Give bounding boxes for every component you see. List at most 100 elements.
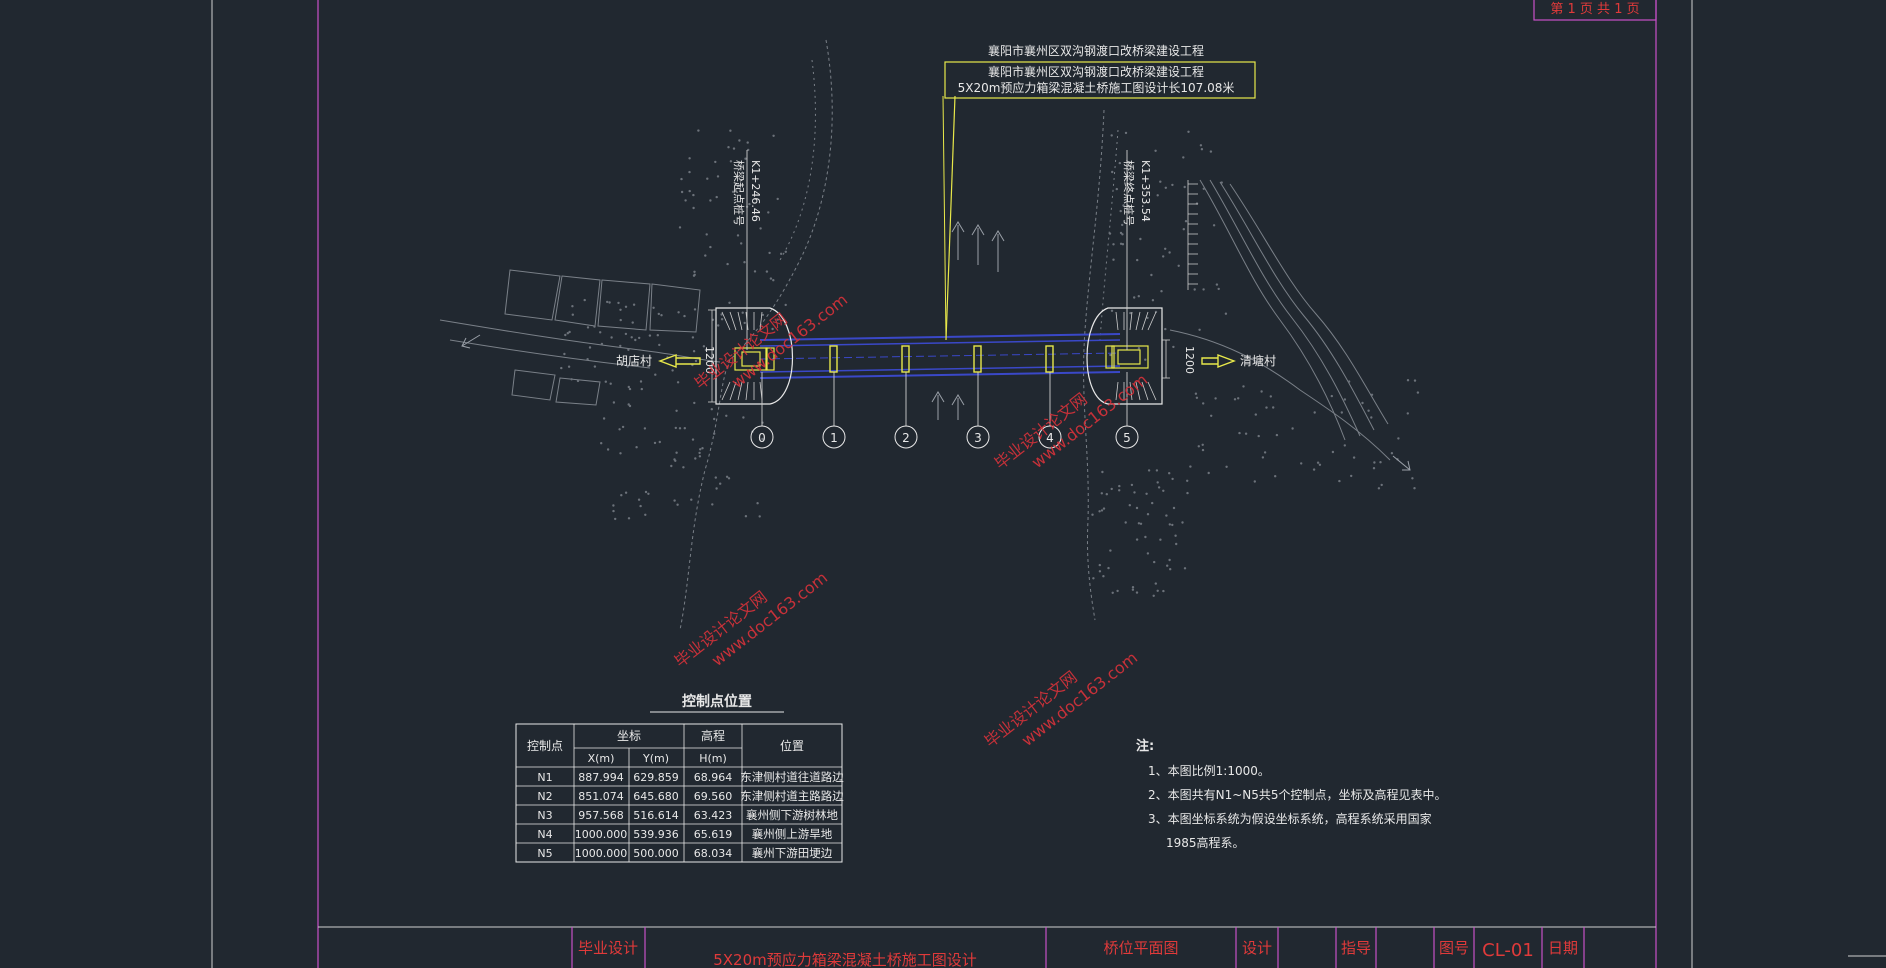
terrain-dot bbox=[1202, 402, 1205, 405]
terrain-dot bbox=[606, 300, 609, 304]
terrain-dot bbox=[583, 298, 586, 302]
terrain-dot bbox=[1119, 242, 1123, 245]
terrain-dot bbox=[627, 385, 630, 389]
terrain-dot bbox=[767, 211, 770, 214]
terrain-dot bbox=[1171, 183, 1174, 187]
terrain-dot bbox=[726, 262, 729, 266]
project-title: 襄阳市襄州区双沟钢渡口改桥梁建设工程 bbox=[988, 43, 1204, 58]
terrain-dot bbox=[610, 336, 613, 339]
terrain-dot bbox=[1172, 345, 1175, 349]
terrain-dot bbox=[1182, 228, 1186, 231]
terrain-dot bbox=[1144, 535, 1147, 539]
terrain-dot bbox=[571, 305, 574, 308]
terrain-dot bbox=[1200, 148, 1204, 151]
header-x: X(m) bbox=[588, 752, 615, 765]
terrain-dot bbox=[1098, 570, 1102, 573]
village-left-label: 胡店村 bbox=[616, 354, 652, 368]
terrain-dot bbox=[1162, 489, 1165, 492]
terrain-dot bbox=[1233, 398, 1237, 401]
terrain-dot bbox=[1370, 393, 1374, 396]
terrain-dot bbox=[1209, 150, 1213, 153]
cell-point-id: N2 bbox=[537, 790, 552, 803]
terrain-dot bbox=[1186, 491, 1189, 495]
terrain-dot bbox=[631, 321, 634, 324]
terrain-dot bbox=[1186, 479, 1189, 482]
title-drawing-no-label: 图号 bbox=[1439, 939, 1469, 957]
cell-location: 襄州侧上游旱地 bbox=[752, 827, 833, 841]
terrain-dot bbox=[1184, 220, 1188, 223]
start-station-value: K1+246.46 bbox=[749, 160, 762, 222]
terrain-dot bbox=[1171, 523, 1174, 527]
terrain-dot bbox=[1177, 264, 1180, 267]
terrain-dot bbox=[680, 177, 683, 181]
terrain-dot bbox=[1338, 479, 1341, 483]
terrain-dot bbox=[693, 270, 696, 273]
terrain-dot bbox=[608, 301, 611, 304]
terrain-dot bbox=[1146, 316, 1149, 320]
terrain-dot bbox=[576, 379, 580, 383]
terrain-dot bbox=[1162, 589, 1165, 593]
terrain-dot bbox=[1105, 493, 1109, 496]
terrain-dot bbox=[1091, 513, 1094, 516]
terrain-dot bbox=[627, 517, 631, 520]
village-arrow-left bbox=[658, 353, 701, 369]
cell-location: 东津侧村道主路路边 bbox=[740, 789, 844, 803]
terrain-dot bbox=[640, 387, 643, 391]
terrain-dot bbox=[741, 311, 744, 314]
dimension-right: 1200 bbox=[1183, 346, 1196, 374]
terrain-dot bbox=[586, 326, 590, 329]
terrain-dot bbox=[624, 305, 628, 308]
terrain-dot bbox=[702, 345, 706, 348]
terrain-dot bbox=[1164, 186, 1168, 189]
terrain-dot bbox=[1166, 564, 1169, 567]
terrain-dot bbox=[1183, 567, 1187, 570]
pier-axis-number: 3 bbox=[974, 431, 982, 445]
terrain-dot bbox=[1133, 491, 1136, 494]
terrain-dot bbox=[740, 242, 743, 245]
terrain-dot bbox=[1164, 247, 1167, 250]
pier-axis-number: 4 bbox=[1046, 431, 1054, 445]
terrain-dot bbox=[1137, 295, 1141, 298]
terrain-dot bbox=[769, 277, 773, 280]
terrain-dot bbox=[710, 408, 713, 411]
terrain-dot bbox=[638, 336, 641, 340]
terrain-dot bbox=[1350, 474, 1353, 478]
terrain-dot bbox=[1272, 406, 1275, 409]
terrain-dot bbox=[713, 432, 716, 435]
title-guide: 指导 bbox=[1341, 939, 1371, 957]
terrain-dot bbox=[1210, 414, 1213, 417]
cell-y: 629.859 bbox=[633, 771, 679, 784]
terrain-dot bbox=[620, 494, 623, 497]
terrain-dot bbox=[756, 502, 759, 505]
terrain-dot bbox=[1122, 204, 1125, 207]
terrain-dot bbox=[654, 373, 657, 376]
terrain-dot bbox=[1372, 467, 1376, 470]
pier-axis-circle bbox=[894, 425, 918, 449]
terrain-dot bbox=[1133, 296, 1136, 299]
title-drawing-name: 桥位平面图 bbox=[1103, 939, 1178, 957]
terrain-dot bbox=[768, 251, 771, 255]
terrain-dot bbox=[759, 227, 762, 230]
terrain-dot bbox=[1202, 187, 1206, 190]
terrain-dot bbox=[1100, 492, 1104, 495]
terrain-dot bbox=[1183, 185, 1186, 189]
terrain-dot bbox=[1130, 483, 1134, 487]
terrain-dot bbox=[673, 499, 676, 502]
terrain-dot bbox=[1265, 406, 1268, 409]
terrain-dot bbox=[1169, 568, 1172, 571]
terrain-dot bbox=[725, 475, 729, 478]
terrain-dot bbox=[1347, 380, 1351, 383]
terrain-dot bbox=[743, 261, 746, 264]
terrain-dot bbox=[676, 503, 679, 506]
cell-x: 887.994 bbox=[578, 771, 624, 784]
note-1: 1、本图比例1:1000。 bbox=[1148, 764, 1270, 778]
watermark-1: 毕业设计论文网 www.doc163.com bbox=[691, 290, 851, 393]
terrain-dot bbox=[680, 190, 684, 194]
terrain-dot bbox=[571, 313, 574, 316]
cell-x: 957.568 bbox=[578, 809, 624, 822]
terrain-dot bbox=[1111, 170, 1114, 174]
header-coords: 坐标 bbox=[617, 729, 641, 743]
pier-axis-number: 2 bbox=[902, 431, 910, 445]
terrain-dot bbox=[1156, 194, 1159, 197]
